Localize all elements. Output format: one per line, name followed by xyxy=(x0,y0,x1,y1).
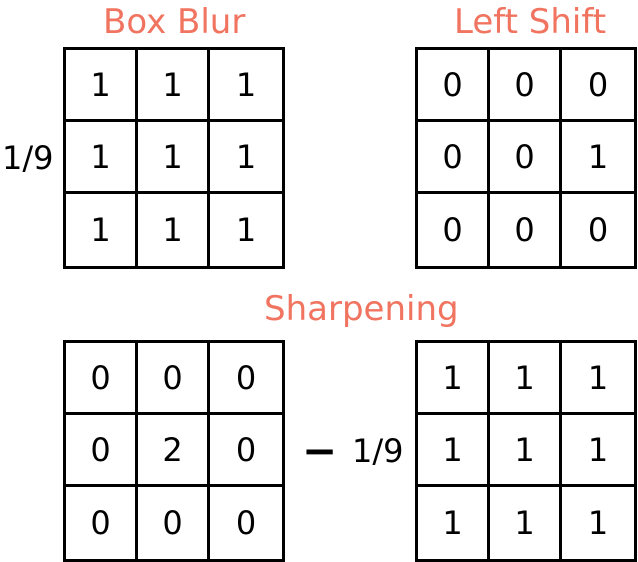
kernel-cell: 0 xyxy=(490,194,562,266)
sharpening-title: Sharpening xyxy=(264,289,459,329)
kernel-cell: 1 xyxy=(587,504,609,542)
kernel-cell: 1 xyxy=(490,487,562,559)
kernel-cell: 1 xyxy=(562,122,634,194)
kernel-cell: 1 xyxy=(210,50,282,122)
kernel-cell: 1 xyxy=(66,122,138,194)
kernel-cell: 0 xyxy=(66,343,138,415)
kernel-cell: 1 xyxy=(66,50,138,122)
box-blur-title: Box Blur xyxy=(103,2,246,42)
kernel-cell: 1 xyxy=(418,487,490,559)
kernel-cell: 0 xyxy=(210,415,282,487)
kernel-cell: 0 xyxy=(418,194,490,266)
kernel-cell: 0 xyxy=(418,122,490,194)
kernel-cell: 0 xyxy=(235,504,257,542)
kernel-cell: 0 xyxy=(562,50,634,122)
kernel-cell: 1 xyxy=(235,211,257,249)
kernel-cell: 1 xyxy=(210,122,282,194)
box-blur-factor: 1/9 xyxy=(2,139,54,177)
box-blur-kernel: 1 1 1 1 1 1 1 1 1 xyxy=(63,47,285,269)
kernel-cell: 0 xyxy=(418,50,490,122)
minus-operator: − xyxy=(302,426,338,475)
kernel-cell: 1 xyxy=(490,415,562,487)
kernel-cell: 0 xyxy=(490,50,562,122)
kernel-cell: 1 xyxy=(562,415,634,487)
kernel-cell: 0 xyxy=(66,415,138,487)
kernel-cell: 0 xyxy=(587,211,609,249)
kernel-cell: 1 xyxy=(138,50,210,122)
kernel-cell: 1 xyxy=(418,415,490,487)
kernel-cell: 0 xyxy=(490,122,562,194)
kernel-cell: 1 xyxy=(138,194,210,266)
left-shift-title: Left Shift xyxy=(454,2,607,42)
kernel-cell: 1 xyxy=(138,122,210,194)
kernel-cell: 1 xyxy=(562,343,634,415)
sharpening-factor: 1/9 xyxy=(352,432,404,470)
kernel-cell: 1 xyxy=(490,343,562,415)
kernel-cell: 1 xyxy=(418,343,490,415)
kernel-cell: 0 xyxy=(210,343,282,415)
kernel-cell: 2 xyxy=(138,415,210,487)
left-shift-kernel: 0 0 0 0 0 1 0 0 0 xyxy=(415,47,637,269)
sharpening-identity-kernel: 0 0 0 0 2 0 0 0 0 xyxy=(63,340,285,562)
kernel-cell: 0 xyxy=(138,343,210,415)
kernel-cell: 0 xyxy=(66,487,138,559)
kernel-cell: 1 xyxy=(66,194,138,266)
sharpening-blur-kernel: 1 1 1 1 1 1 1 1 1 xyxy=(415,340,637,562)
kernel-cell: 0 xyxy=(138,487,210,559)
